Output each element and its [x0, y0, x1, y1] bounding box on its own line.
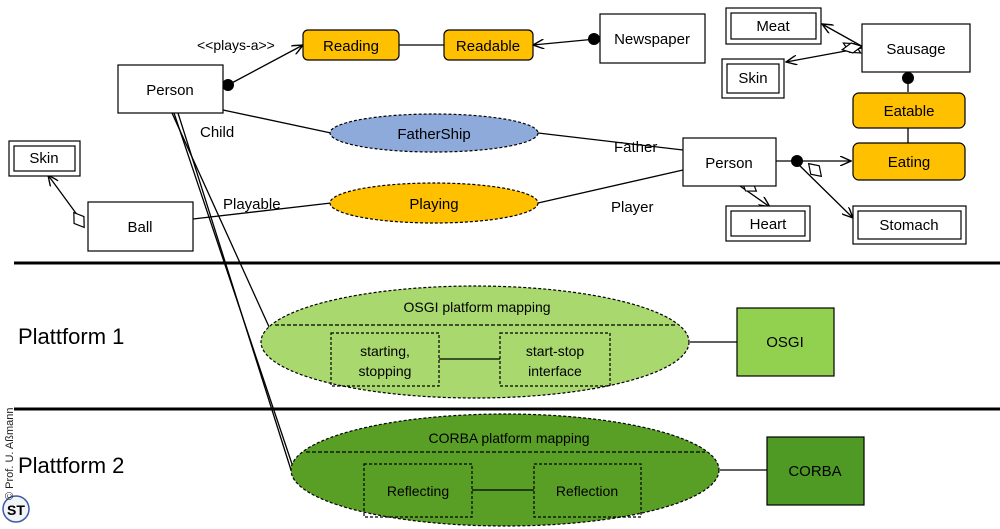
osgi-right-line2: interface: [528, 363, 582, 379]
collaboration-fathership[interactable]: FatherShip: [329, 113, 539, 153]
class-ball[interactable]: Ball: [87, 201, 194, 252]
part-heart-label: Heart: [750, 216, 788, 233]
role-eating[interactable]: Eating: [852, 142, 966, 181]
collaboration-fathership-label: FatherShip: [397, 126, 470, 143]
corba-mapping-title: CORBA platform mapping: [428, 430, 589, 446]
corba-platform-box-label: CORBA: [788, 463, 841, 480]
class-person-right-label: Person: [705, 155, 753, 172]
platform-1-label: Plattform 1: [18, 324, 124, 349]
role-readable-label: Readable: [456, 38, 520, 55]
part-meat-label: Meat: [756, 18, 790, 35]
class-person-top-label: Person: [146, 82, 194, 99]
binding-dot-sausage-eatable: [902, 72, 914, 84]
role-eating-label: Eating: [888, 154, 931, 171]
corba-right-label: Reflection: [556, 483, 618, 499]
class-ball-label: Ball: [127, 219, 152, 236]
osgi-platform-box[interactable]: OSGI: [736, 307, 835, 377]
part-heart[interactable]: Heart: [725, 205, 811, 242]
collaboration-playing[interactable]: Playing: [329, 182, 539, 224]
part-stomach-label: Stomach: [879, 217, 938, 234]
osgi-right-line1: start-stop: [526, 343, 585, 359]
role-label-playable: Playable: [223, 196, 281, 213]
class-sausage[interactable]: Sausage: [861, 23, 971, 73]
part-skin-top[interactable]: Skin: [721, 58, 785, 99]
copyright-notice: © Prof. U. Aßmann: [4, 407, 16, 500]
collaboration-playing-label: Playing: [409, 196, 458, 213]
part-skin-left-label: Skin: [29, 150, 58, 167]
role-label-child: Child: [200, 124, 234, 141]
platform-2-label: Plattform 2: [18, 453, 124, 478]
osgi-left-line1: starting,: [360, 343, 410, 359]
role-label-player: Player: [611, 199, 654, 216]
role-reading-label: Reading: [323, 38, 379, 55]
composition-diamond-ball: [73, 211, 85, 229]
osgi-platform-mapping[interactable]: OSGI platform mapping starting, stopping…: [260, 285, 690, 399]
connections: [48, 24, 909, 471]
osgi-mapping-title: OSGI platform mapping: [403, 299, 550, 315]
plays-a-stereotype: <<plays-a>>: [197, 37, 275, 53]
corba-platform-box[interactable]: CORBA: [766, 436, 865, 506]
part-meat[interactable]: Meat: [725, 7, 822, 45]
st-logo: ST: [2, 495, 30, 523]
role-reading[interactable]: Reading: [302, 29, 400, 61]
class-sausage-label: Sausage: [886, 41, 945, 58]
corba-platform-mapping[interactable]: CORBA platform mapping Reflecting Reflec…: [290, 413, 720, 527]
corba-left-label: Reflecting: [387, 483, 449, 499]
composition-diamond-sausage-skin: [840, 42, 864, 54]
class-person-right[interactable]: Person: [682, 137, 777, 187]
role-label-father: Father: [614, 139, 657, 156]
binding-dot-newspaper-readable: [588, 33, 600, 45]
class-person-top[interactable]: Person: [117, 64, 224, 114]
st-logo-text: ST: [7, 502, 25, 518]
part-stomach[interactable]: Stomach: [852, 205, 967, 245]
binding-dot-person-reading: [222, 79, 234, 91]
role-readable[interactable]: Readable: [443, 29, 534, 61]
role-eatable[interactable]: Eatable: [852, 92, 966, 129]
binding-dot-person-eating: [791, 155, 803, 167]
class-newspaper[interactable]: Newspaper: [599, 13, 706, 64]
osgi-left-line2: stopping: [359, 363, 412, 379]
part-skin-top-label: Skin: [738, 70, 767, 87]
osgi-platform-box-label: OSGI: [766, 334, 804, 351]
role-eatable-label: Eatable: [884, 103, 935, 120]
composition-diamond-stomach: [807, 162, 823, 178]
class-newspaper-label: Newspaper: [614, 31, 690, 48]
part-skin-left[interactable]: Skin: [8, 140, 81, 177]
